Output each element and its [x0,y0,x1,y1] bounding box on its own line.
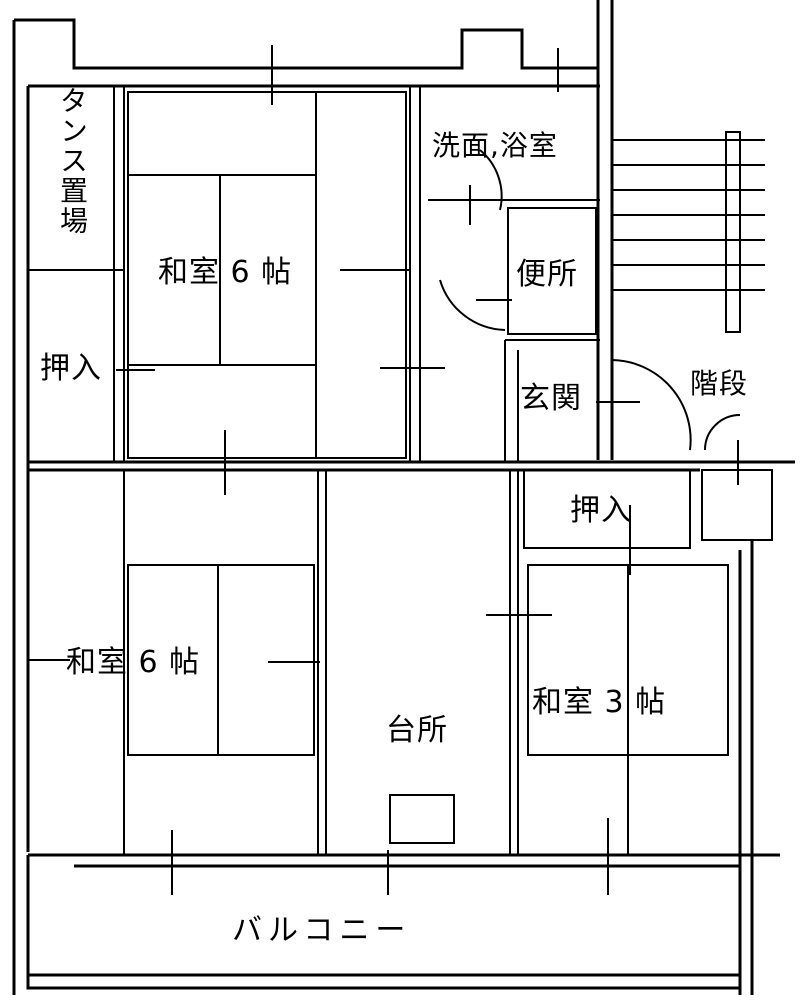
room-label-wardrobe-space: タンス置場 [56,86,89,236]
room-label-washitsu-6-north: 和室 6 帖 [158,255,293,290]
partitions [28,86,773,855]
room-label-balcony: バルコニー [232,913,412,948]
room-label-washitsu-6-south: 和室 6 帖 [66,645,201,680]
outer-wall [14,0,600,70]
walls [12,0,795,995]
room-label-stairs: 階段 [690,367,749,400]
room-label-bath: 洗面,浴室 [432,129,558,162]
balcony-outline [26,855,740,990]
room-label-washitsu-3: 和室 3 帖 [532,685,667,720]
room-label-kitchen: 台所 [386,713,448,748]
room-label-closet-north: 押入 [40,351,102,386]
opening-marks [28,45,739,895]
room-label-entrance: 玄関 [520,381,582,416]
room-label-toilet: 便所 [516,257,578,292]
room-label-closet-east: 押入 [570,493,632,528]
